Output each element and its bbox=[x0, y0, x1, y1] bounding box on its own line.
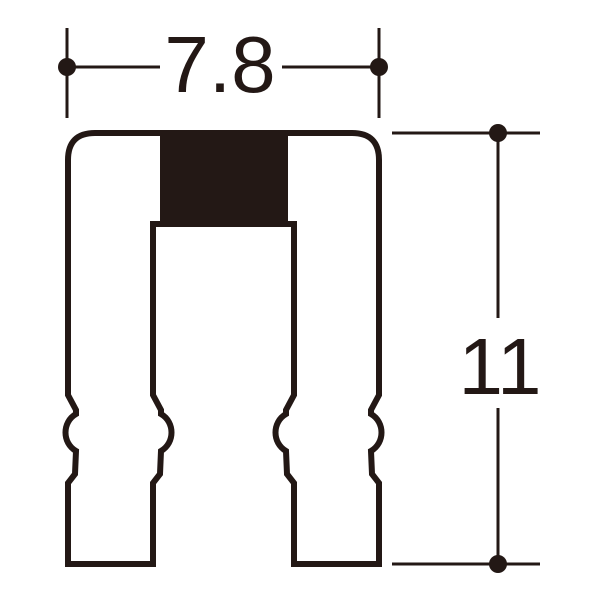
width-dimension-dot-right bbox=[370, 58, 388, 76]
height-dimension-dot-bottom bbox=[489, 555, 507, 573]
fuse-element-block bbox=[160, 136, 288, 222]
width-dimension-dot-left bbox=[58, 58, 76, 76]
height-dimension-label: 11 bbox=[458, 322, 541, 411]
fuse-body-outline bbox=[62, 130, 385, 567]
width-dimension-label: 7.8 bbox=[164, 20, 275, 109]
height-dimension-dot-top bbox=[489, 124, 507, 142]
